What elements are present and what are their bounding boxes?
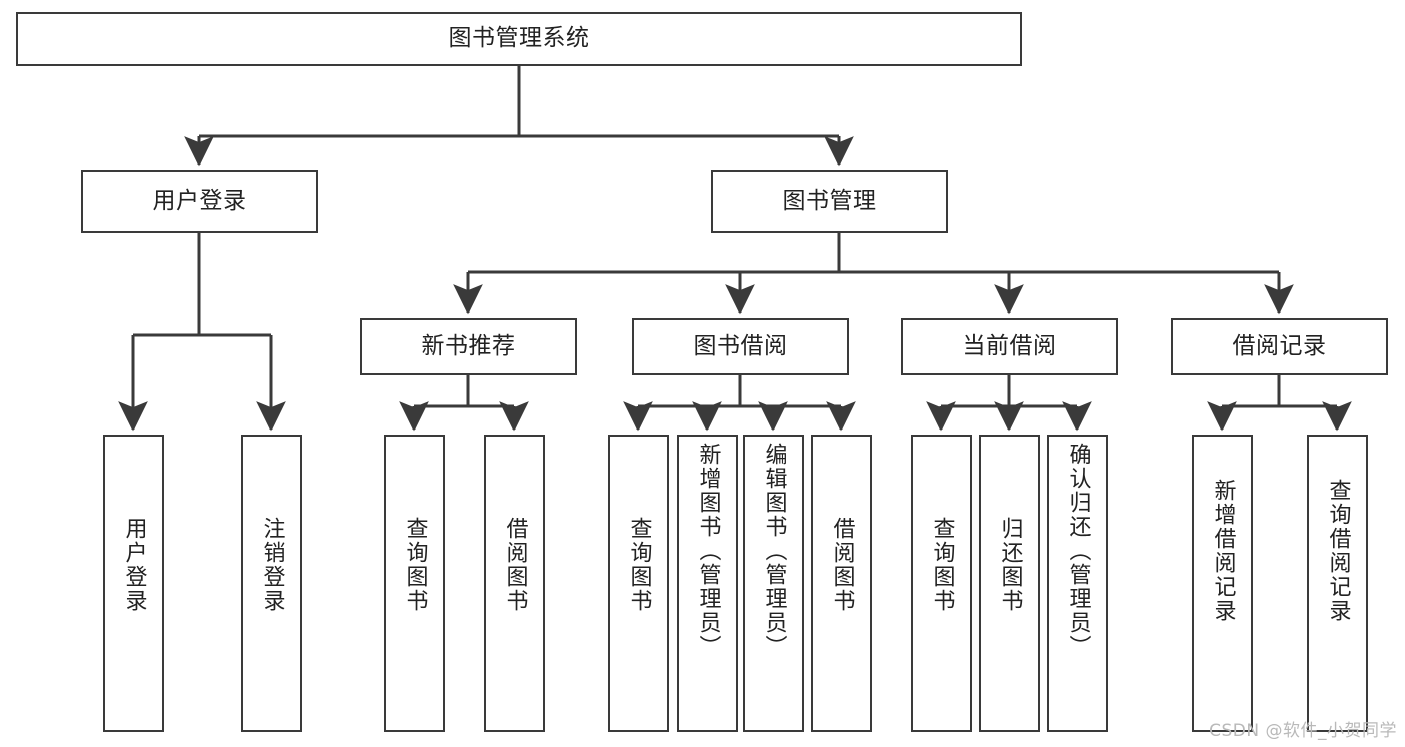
node-label: 用户登录	[121, 517, 147, 613]
node-leaf-confirm-return[interactable]: 确认归还（管理员）	[1047, 435, 1108, 732]
node-root-book-management-system[interactable]: 图书管理系统	[16, 12, 1022, 66]
node-book-borrow[interactable]: 图书借阅	[632, 318, 849, 375]
node-leaf-logout-login[interactable]: 注销登录	[241, 435, 302, 732]
node-borrow-record[interactable]: 借阅记录	[1171, 318, 1388, 375]
node-label: 确认归还（管理员）	[1065, 443, 1091, 659]
node-label: 新书推荐	[421, 332, 516, 359]
node-current-borrow[interactable]: 当前借阅	[901, 318, 1118, 375]
node-leaf-query-book-1[interactable]: 查询图书	[384, 435, 445, 732]
csdn-watermark: CSDN @软件_小贺同学	[1209, 721, 1397, 741]
node-label: 注销登录	[259, 517, 285, 613]
node-label: 图书管理	[782, 187, 877, 214]
node-leaf-add-record[interactable]: 新增借阅记录	[1192, 435, 1253, 732]
node-label: 编辑图书（管理员）	[761, 443, 787, 659]
node-label: 图书管理系统	[448, 25, 590, 52]
node-book-management[interactable]: 图书管理	[711, 170, 948, 233]
node-user-login[interactable]: 用户登录	[81, 170, 318, 233]
node-label: 借阅图书	[829, 517, 855, 613]
node-leaf-edit-book[interactable]: 编辑图书（管理员）	[743, 435, 804, 732]
node-label: 查询借阅记录	[1325, 479, 1351, 623]
node-label: 借阅图书	[502, 517, 528, 613]
node-leaf-query-record[interactable]: 查询借阅记录	[1307, 435, 1368, 732]
node-label: 借阅记录	[1232, 332, 1327, 359]
node-leaf-query-book-3[interactable]: 查询图书	[911, 435, 972, 732]
node-new-book-recommend[interactable]: 新书推荐	[360, 318, 577, 375]
node-leaf-query-book-2[interactable]: 查询图书	[608, 435, 669, 732]
node-label: 归还图书	[997, 517, 1023, 613]
node-label: 当前借阅	[962, 332, 1057, 359]
node-leaf-add-book[interactable]: 新增图书（管理员）	[677, 435, 738, 732]
node-label: 新增借阅记录	[1210, 479, 1236, 623]
node-label: 用户登录	[152, 187, 247, 214]
node-label: 图书借阅	[693, 332, 788, 359]
node-leaf-return-book[interactable]: 归还图书	[979, 435, 1040, 732]
node-leaf-borrow-book-2[interactable]: 借阅图书	[811, 435, 872, 732]
node-label: 查询图书	[402, 517, 428, 613]
node-leaf-user-login[interactable]: 用户登录	[103, 435, 164, 732]
node-label: 新增图书（管理员）	[695, 443, 721, 659]
node-label: 查询图书	[626, 517, 652, 613]
node-leaf-borrow-book-1[interactable]: 借阅图书	[484, 435, 545, 732]
node-label: 查询图书	[929, 517, 955, 613]
